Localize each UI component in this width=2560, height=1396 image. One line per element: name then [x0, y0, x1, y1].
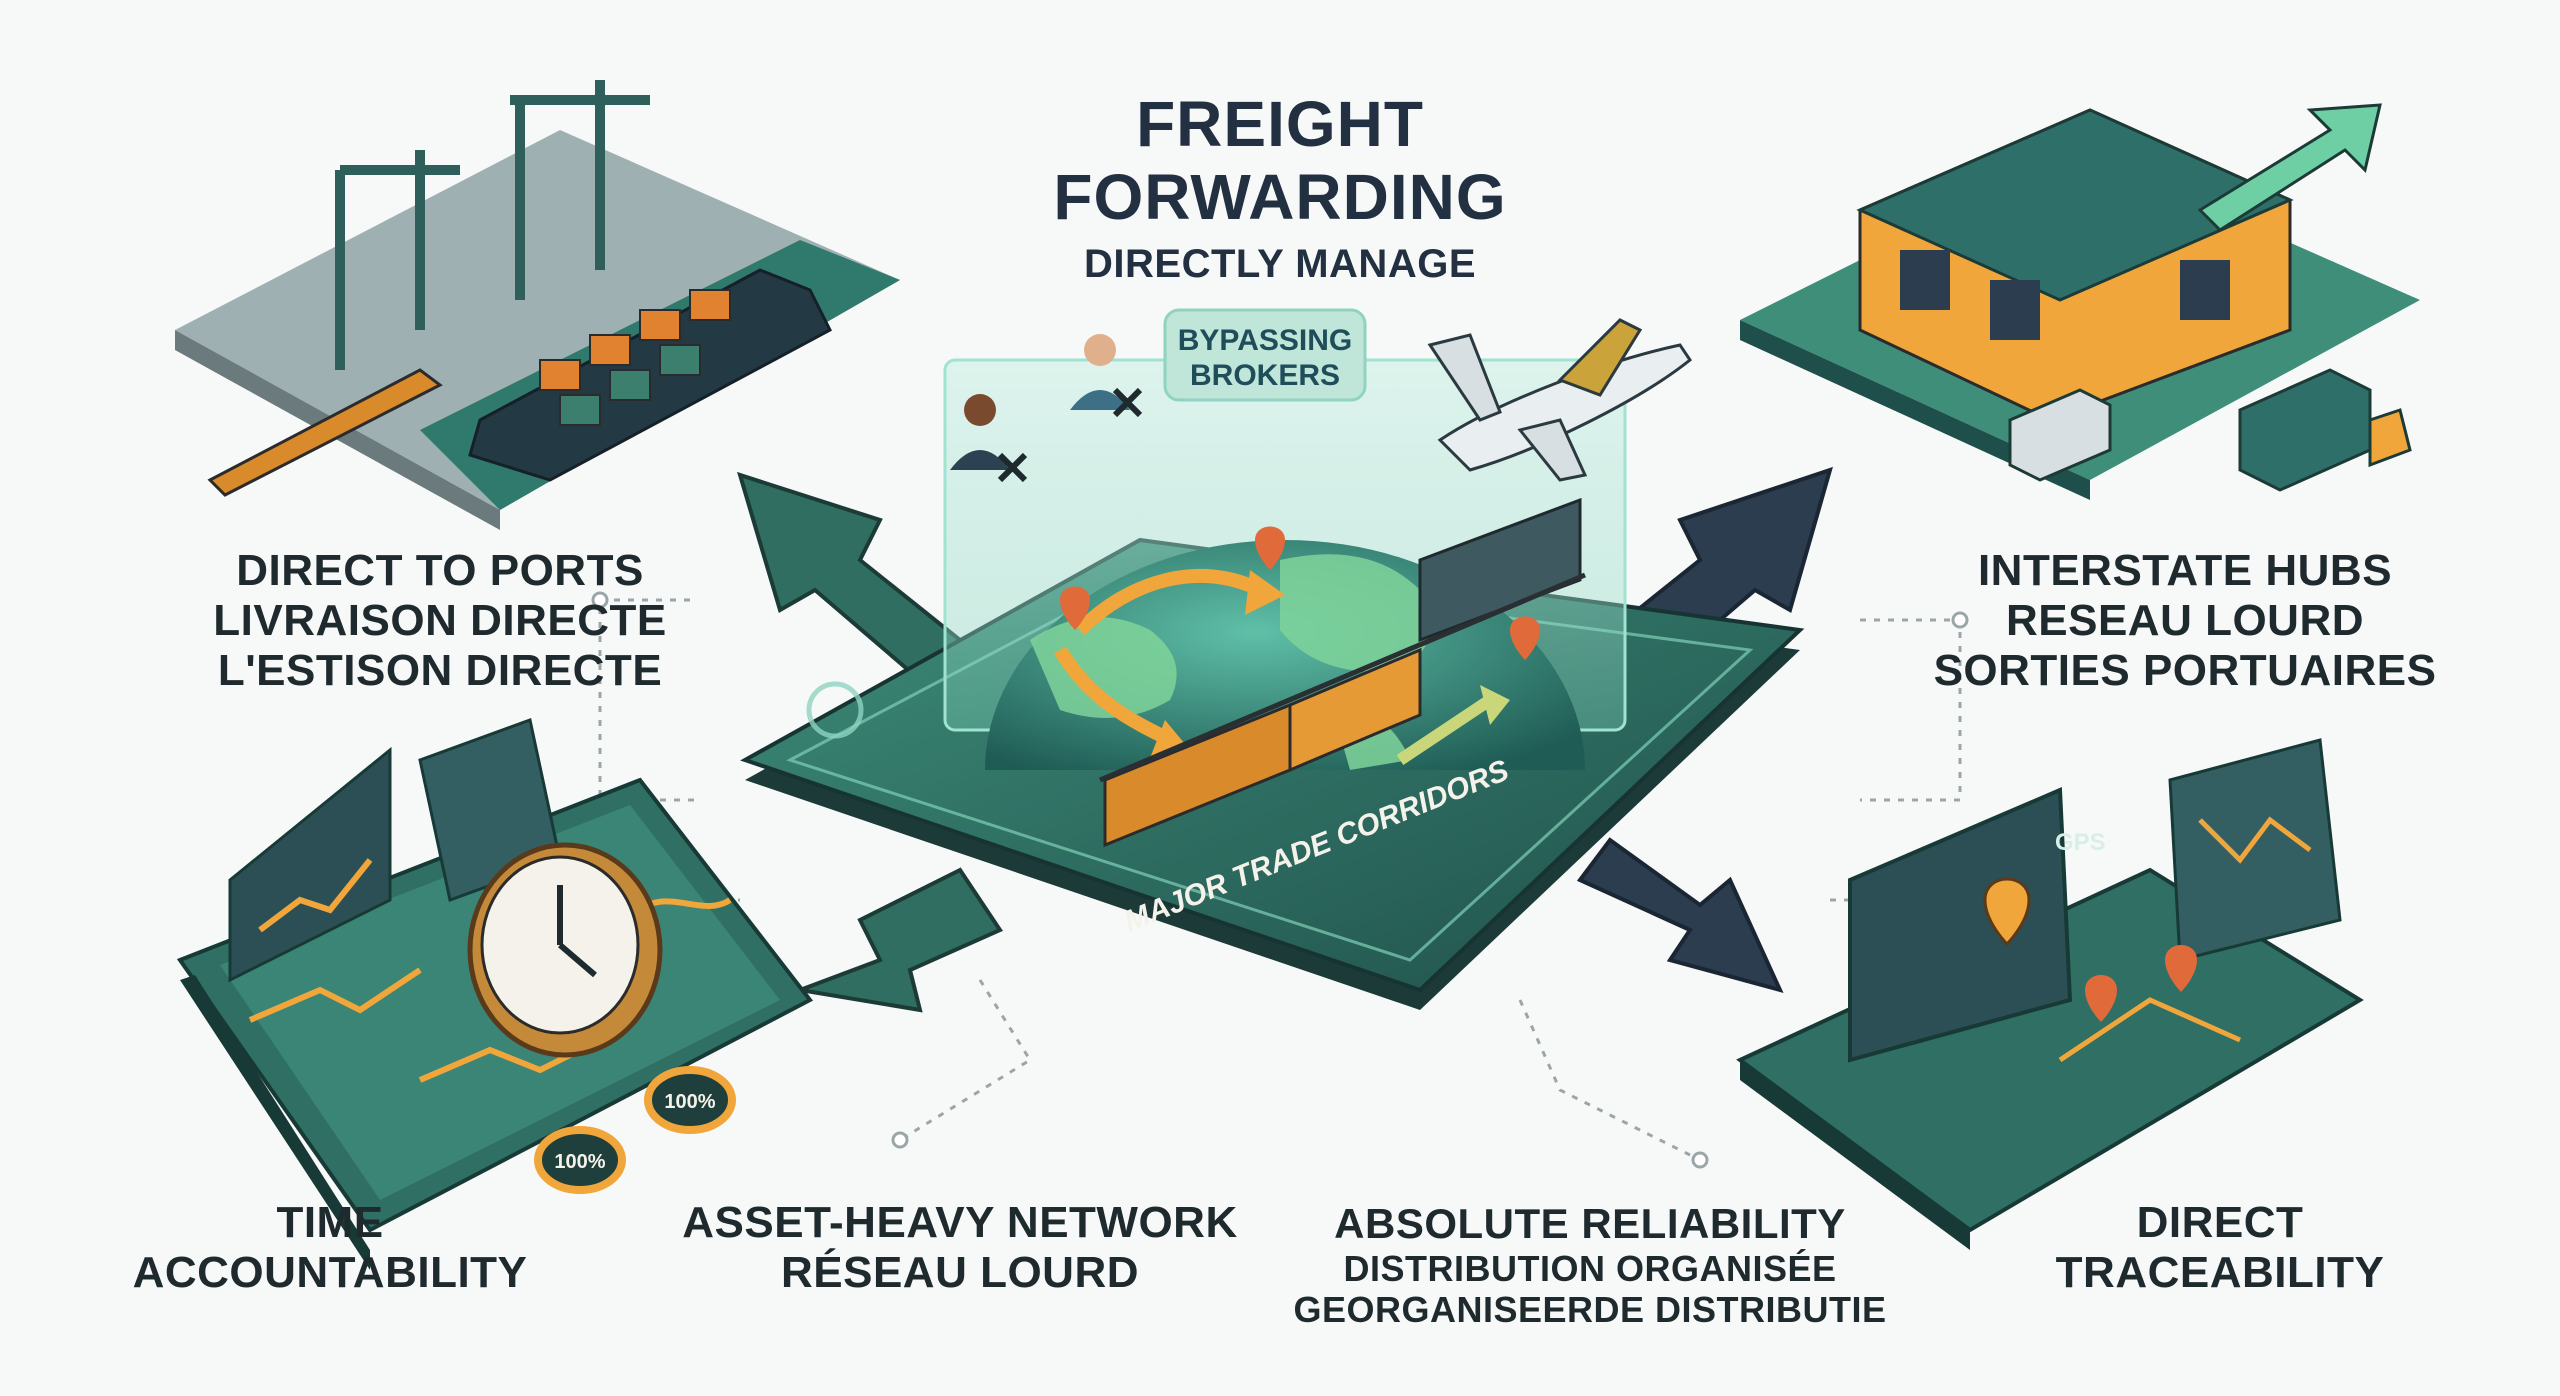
gps-tablet — [1736, 738, 2364, 1250]
hubs-line2: RESEAU LOURD — [2005, 596, 2365, 646]
reliability-line2: DISTRIBUTION ORGANISÉE — [1343, 1247, 1837, 1289]
brokers-badge-line2: BROKERS — [1190, 359, 1340, 392]
label-asset-heavy-network: ASSET-HEAVY NETWORK RÉSEAU LOURD — [660, 1198, 1260, 1298]
title-line2: FORWARDING — [1053, 160, 1507, 233]
ports-line3: L'ESTISON DIRECTE — [217, 646, 663, 696]
hubs-line1: INTERSTATE HUBS — [1977, 546, 2393, 595]
gauge-100-top: 100% — [664, 1091, 715, 1113]
person-icon — [950, 334, 1130, 470]
gps-label: GPS — [2055, 829, 2106, 856]
reliability-line3: GEORGANISEERDE DISTRIBUTIE — [1293, 1288, 1887, 1330]
arrow-up-left-icon — [737, 471, 963, 683]
label-direct-traceability: DIRECT TRACEABILITY — [2000, 1198, 2440, 1298]
gauge-100-bottom: 100% — [554, 1151, 605, 1173]
gauge-ring — [534, 1066, 736, 1194]
label-interstate-hubs: INTERSTATE HUBS RESEAU LOURD SORTIES POR… — [1920, 546, 2450, 696]
arrow-down-left-icon — [792, 867, 1003, 1013]
label-time-accountability: TIME ACCOUNTABILITY — [110, 1198, 550, 1298]
arrow-down-right-icon — [1576, 837, 1784, 994]
ports-line2: LIVRAISON DIRECTE — [213, 596, 667, 646]
time-line2: ACCOUNTABILITY — [132, 1248, 528, 1298]
time-line1: TIME — [276, 1198, 384, 1247]
reliability-line1: ABSOLUTE RELIABILITY — [1334, 1200, 1846, 1247]
train-icon — [1099, 497, 1586, 848]
airplane-icon — [1427, 318, 1693, 482]
label-direct-to-ports: DIRECT TO PORTS LIVRAISON DIRECTE L'ESTI… — [200, 546, 680, 696]
warehouse-icon — [1740, 103, 2420, 500]
network-line1: ASSET-HEAVY NETWORK — [682, 1198, 1238, 1247]
label-absolute-reliability: ABSOLUTE RELIABILITY DISTRIBUTION ORGANI… — [1280, 1200, 1900, 1330]
title-line1: FREIGHT — [1136, 88, 1424, 160]
main-title: FREIGHT FORWARDING DIRECTLY MANAGE — [980, 88, 1580, 288]
clock-icon — [467, 842, 663, 1058]
network-line2: RÉSEAU LOURD — [780, 1248, 1140, 1298]
trace-line1: DIRECT — [2136, 1198, 2304, 1247]
hubs-line3: SORTIES PORTUAIRES — [1933, 646, 2437, 696]
brokers-badge-line1: BYPASSING — [1178, 324, 1352, 357]
map-pin-icon — [1060, 526, 1540, 660]
truck-icon — [2008, 368, 2412, 492]
ports-line1: DIRECT TO PORTS — [236, 546, 644, 595]
title-subtitle: DIRECTLY MANAGE — [1084, 241, 1476, 286]
trace-line2: TRACEABILITY — [2055, 1248, 2385, 1298]
x-mark-icon — [997, 387, 1143, 483]
cargo-ship-icon — [175, 80, 900, 530]
brokers-badge-bg — [1163, 308, 1367, 402]
